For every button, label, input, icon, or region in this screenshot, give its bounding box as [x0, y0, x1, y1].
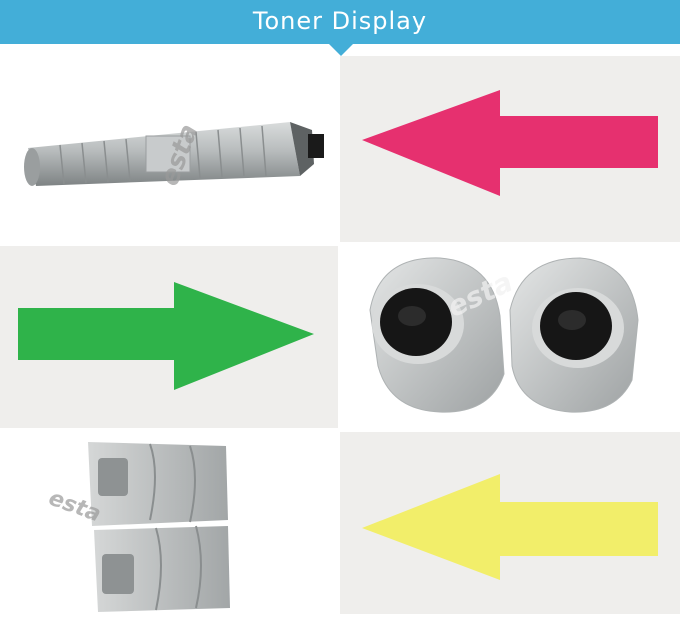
- header-notch: [329, 44, 353, 56]
- arrow-right-green-panel: [0, 246, 338, 428]
- toner-bottles-photo: esta: [340, 246, 680, 428]
- toner-tube-photo: esta: [0, 56, 338, 242]
- arrow-left-magenta-panel: [340, 56, 680, 242]
- page-title: Toner Display: [252, 7, 428, 35]
- arrow-right-icon: [18, 282, 314, 390]
- toner-cartridges-photo: esta: [0, 432, 338, 620]
- arrow-left-yellow-panel: [340, 432, 680, 614]
- page-header: Toner Display: [0, 0, 680, 44]
- arrow-left-icon: [362, 474, 658, 580]
- arrow-left-icon: [362, 90, 658, 196]
